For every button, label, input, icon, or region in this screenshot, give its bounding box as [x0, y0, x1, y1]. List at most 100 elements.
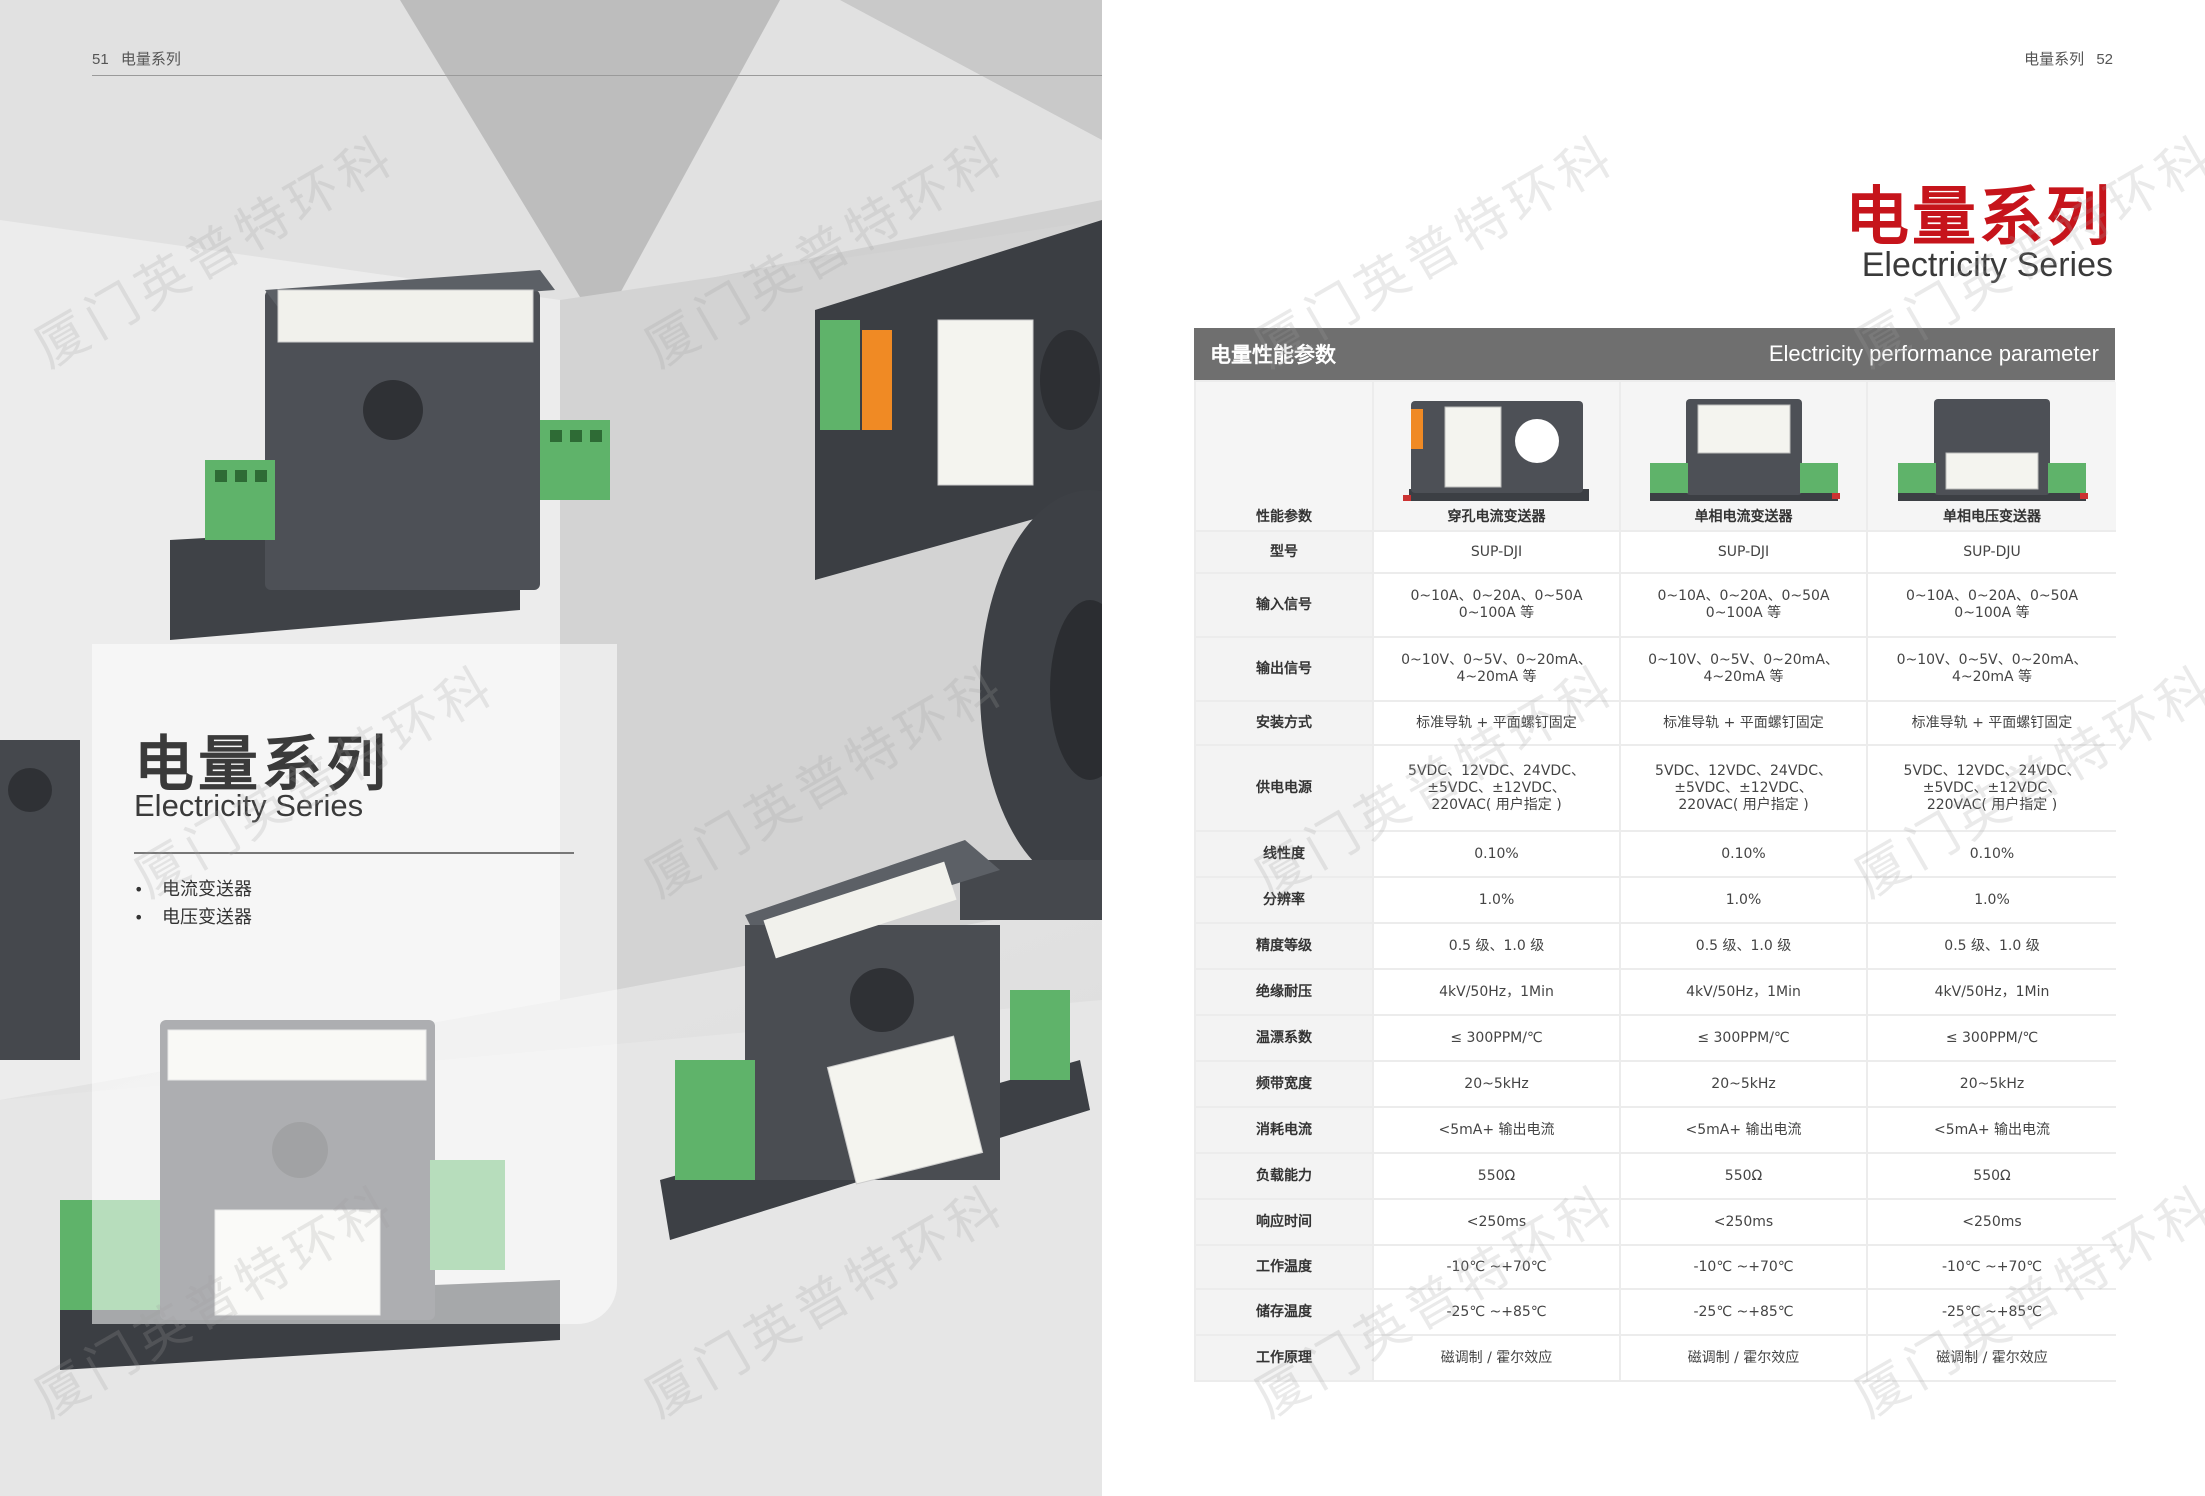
param-label: 输入信号	[1194, 573, 1373, 638]
table-header-row: 性能参数 穿孔电流变送器	[1194, 382, 2116, 532]
param-value: 0.5 级、1.0 级	[1619, 923, 1867, 970]
param-label: 负载能力	[1194, 1153, 1373, 1200]
transducer-product-image	[1649, 399, 1840, 501]
transducer-product-image	[170, 270, 610, 640]
main-title-en: Electricity Series	[1861, 246, 2113, 284]
header-label: 电量系列	[2024, 51, 2085, 68]
table-row: 储存温度-25℃ ~+85℃-25℃ ~+85℃-25℃ ~+85℃	[1194, 1289, 2116, 1336]
param-value: 5VDC、12VDC、24VDC、 ±5VDC、±12VDC、 220VAC( …	[1619, 745, 1867, 832]
param-value: 0.10%	[1866, 831, 2116, 878]
bullet-icon: •	[134, 880, 144, 899]
table-title-cn: 电量性能参数	[1210, 343, 1336, 367]
param-value: ≤ 300PPM/℃	[1372, 1015, 1620, 1062]
transducer-product-image	[660, 840, 1090, 1240]
card-divider	[134, 852, 574, 854]
param-label: 工作原理	[1194, 1335, 1373, 1382]
product-name: 单相电压变送器	[1943, 509, 2041, 525]
param-value: 磁调制 / 霍尔效应	[1866, 1335, 2116, 1382]
param-value: -10℃ ~+70℃	[1866, 1245, 2116, 1290]
transducer-product-image	[1898, 399, 2088, 501]
param-value: SUP-DJI	[1619, 531, 1867, 574]
param-value: SUP-DJI	[1372, 531, 1620, 574]
param-value: 0~10V、0~5V、0~20mA、 4~20mA 等	[1866, 637, 2116, 702]
param-value: <5mA+ 输出电流	[1619, 1107, 1867, 1154]
transducer-product-image	[1402, 401, 1589, 501]
param-value: 0~10V、0~5V、0~20mA、 4~20mA 等	[1372, 637, 1620, 702]
param-value: 0~10A、0~20A、0~50A 0~100A 等	[1619, 573, 1867, 638]
param-value: 1.0%	[1619, 877, 1867, 924]
param-label: 供电电源	[1194, 745, 1373, 832]
transducer-product-image	[0, 740, 80, 1060]
param-value: 1.0%	[1866, 877, 2116, 924]
param-value: 0.5 级、1.0 级	[1372, 923, 1620, 970]
header-param-cell: 性能参数	[1194, 382, 1373, 532]
param-value: <250ms	[1372, 1199, 1620, 1246]
table-row: 安装方式标准导轨 + 平面螺钉固定标准导轨 + 平面螺钉固定标准导轨 + 平面螺…	[1194, 701, 2116, 746]
param-value: ≤ 300PPM/℃	[1619, 1015, 1867, 1062]
param-value: <5mA+ 输出电流	[1372, 1107, 1620, 1154]
param-value: 0.5 级、1.0 级	[1866, 923, 2116, 970]
param-value: 0~10V、0~5V、0~20mA、 4~20mA 等	[1619, 637, 1867, 702]
param-value: 4kV/50Hz，1Min	[1866, 969, 2116, 1016]
param-label: 安装方式	[1194, 701, 1373, 746]
page-header-right: 电量系列 52	[2024, 48, 2113, 69]
param-value: 20~5kHz	[1619, 1061, 1867, 1108]
param-value: 0~10A、0~20A、0~50A 0~100A 等	[1372, 573, 1620, 638]
spec-table-grid: 性能参数 穿孔电流变送器	[1194, 382, 2116, 1382]
series-card: 电量系列 Electricity Series •电流变送器 •电压变送器	[92, 644, 617, 1324]
transducer-product-image	[815, 220, 1102, 580]
param-value: 磁调制 / 霍尔效应	[1372, 1335, 1620, 1382]
param-value: 0~10A、0~20A、0~50A 0~100A 等	[1866, 573, 2116, 638]
param-label: 分辨率	[1194, 877, 1373, 924]
card-title-cn: 电量系列	[134, 730, 390, 800]
param-value: 标准导轨 + 平面螺钉固定	[1866, 701, 2116, 746]
table-row: 工作原理磁调制 / 霍尔效应磁调制 / 霍尔效应磁调制 / 霍尔效应	[1194, 1335, 2116, 1382]
header-label: 电量系列	[120, 51, 181, 68]
param-value: -10℃ ~+70℃	[1619, 1245, 1867, 1290]
param-label: 温漂系数	[1194, 1015, 1373, 1062]
param-value: 550Ω	[1619, 1153, 1867, 1200]
right-page: 电量系列 52 电量系列 Electricity Series 电量性能参数 E…	[1102, 0, 2205, 1496]
page-number: 51	[92, 51, 109, 68]
table-title-bar: 电量性能参数 Electricity performance parameter	[1194, 328, 2115, 380]
spec-table: 性能参数 穿孔电流变送器	[1194, 380, 2116, 1382]
param-value: 20~5kHz	[1866, 1061, 2116, 1108]
product-name: 单相电流变送器	[1694, 509, 1793, 525]
param-value: 标准导轨 + 平面螺钉固定	[1619, 701, 1867, 746]
table-row: 温漂系数≤ 300PPM/℃≤ 300PPM/℃≤ 300PPM/℃	[1194, 1015, 2116, 1062]
param-label: 频带宽度	[1194, 1061, 1373, 1108]
page-header-left: 51 电量系列	[92, 48, 181, 69]
table-title-en: Electricity performance parameter	[1768, 341, 2099, 366]
param-value: 550Ω	[1866, 1153, 2116, 1200]
param-label: 输出信号	[1194, 637, 1373, 702]
table-row: 响应时间<250ms<250ms<250ms	[1194, 1199, 2116, 1246]
param-value: <5mA+ 输出电流	[1866, 1107, 2116, 1154]
param-value: 0.10%	[1372, 831, 1620, 878]
param-value: -25℃ ~+85℃	[1866, 1289, 2116, 1336]
param-value: 磁调制 / 霍尔效应	[1619, 1335, 1867, 1382]
param-value: ≤ 300PPM/℃	[1866, 1015, 2116, 1062]
param-value: 1.0%	[1372, 877, 1620, 924]
param-value: 4kV/50Hz，1Min	[1619, 969, 1867, 1016]
param-value: 550Ω	[1372, 1153, 1620, 1200]
param-label: 消耗电流	[1194, 1107, 1373, 1154]
param-value: 0.10%	[1619, 831, 1867, 878]
product-header-cell: 单相电压变送器	[1866, 382, 2116, 532]
param-value: 20~5kHz	[1372, 1061, 1620, 1108]
param-label: 绝缘耐压	[1194, 969, 1373, 1016]
param-value: 4kV/50Hz，1Min	[1372, 969, 1620, 1016]
param-value: 5VDC、12VDC、24VDC、 ±5VDC、±12VDC、 220VAC( …	[1372, 745, 1620, 832]
param-value: <250ms	[1619, 1199, 1867, 1246]
product-header-cell: 单相电流变送器	[1619, 382, 1867, 532]
param-value: SUP-DJU	[1866, 531, 2116, 574]
bullet-icon: •	[134, 908, 144, 927]
card-title-en: Electricity Series	[134, 788, 364, 823]
